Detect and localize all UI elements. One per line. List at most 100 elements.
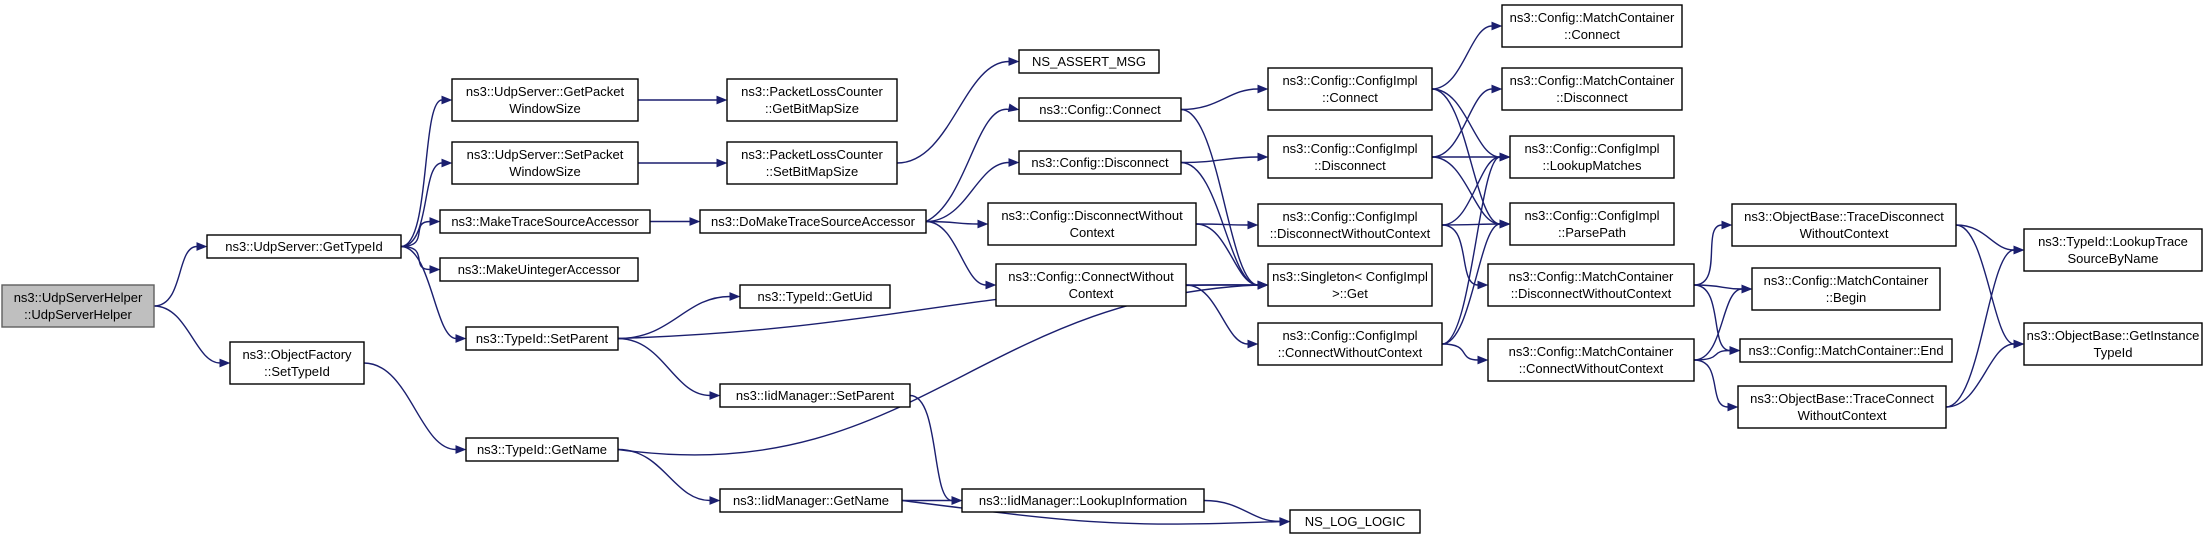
node-udpserver-gettypeid[interactable]: ns3::UdpServer::GetTypeId	[206, 234, 402, 259]
edge-line	[1441, 156, 1501, 345]
edge-arrowhead	[709, 496, 721, 505]
edge-arrowhead	[196, 242, 208, 251]
node-config-connectwithoutcontext[interactable]: ns3::Config::ConnectWithoutContext	[995, 263, 1187, 307]
node-label-line: ns3::Singleton< ConfigImpl	[1272, 269, 1428, 284]
node-label-line: >::Get	[1332, 286, 1368, 301]
node-typeid-getuid[interactable]: ns3::TypeId::GetUid	[739, 284, 891, 309]
node-domaketracesourceaccessor[interactable]: ns3::DoMakeTraceSourceAccessor	[699, 209, 927, 234]
node-matchcontainer-begin[interactable]: ns3::Config::MatchContainer::Begin	[1751, 267, 1941, 311]
edge-arrowhead	[2013, 245, 2025, 255]
node-label-line: Context	[1070, 225, 1115, 240]
node-box	[439, 209, 651, 234]
node-label-line: ns3::MakeUintegerAccessor	[458, 262, 621, 277]
node-iidmanager-lookupinformation[interactable]: ns3::IidManager::LookupInformation	[961, 488, 1205, 513]
node-configimpl-connectwithoutcontext[interactable]: ns3::Config::ConfigImpl::ConnectWithoutC…	[1257, 322, 1443, 366]
node-box	[699, 209, 927, 234]
node-box	[1509, 135, 1675, 179]
node-packetlosscounter-setbitmapsize[interactable]: ns3::PacketLossCounter::SetBitMapSize	[726, 141, 898, 185]
node-label-line: ns3::DoMakeTraceSourceAccessor	[711, 214, 916, 229]
node-label-line: ns3::PacketLossCounter	[741, 147, 883, 162]
edge-udpserver-gettypeid-to-typeid-setparent	[400, 245, 467, 343]
node-label-line: ns3::Config::ConfigImpl	[1524, 208, 1659, 223]
node-ns-assert-msg[interactable]: NS_ASSERT_MSG	[1018, 49, 1160, 74]
node-objectfactory-settypeid[interactable]: ns3::ObjectFactory::SetTypeId	[229, 341, 365, 385]
node-objectbase-traceconnectwithoutcontext[interactable]: ns3::ObjectBase::TraceConnectWithoutCont…	[1737, 385, 1947, 429]
node-label-line: ns3::Config::MatchContainer	[1510, 10, 1675, 25]
node-configimpl-disconnectwithoutcontext[interactable]: ns3::Config::ConfigImpl::DisconnectWitho…	[1257, 203, 1443, 247]
node-ns-log-logic[interactable]: NS_LOG_LOGIC	[1289, 509, 1421, 534]
edge-udpserver-gettypeid-to-udpserver-getpacketwindowsize	[400, 95, 453, 248]
edge-line	[909, 394, 953, 502]
node-iidmanager-setparent[interactable]: ns3::IidManager::SetParent	[719, 383, 911, 408]
node-configimpl-connect[interactable]: ns3::Config::ConfigImpl::Connect	[1267, 67, 1433, 111]
node-box	[1018, 49, 1160, 74]
node-maketracesourceaccessor[interactable]: ns3::MakeTraceSourceAccessor	[439, 209, 651, 234]
node-label-line: ::Disconnect	[1314, 158, 1386, 173]
edge-matchcontainer-connectwithoutcontext-to-matchcontainer-begin	[1693, 284, 1753, 361]
node-label-line: Context	[1069, 286, 1114, 301]
node-box	[206, 234, 402, 259]
edge-config-connect-to-configimpl-connect	[1180, 84, 1269, 111]
node-box	[1751, 267, 1941, 311]
node-matchcontainer-connect[interactable]: ns3::Config::MatchContainer::Connect	[1501, 4, 1683, 48]
node-config-disconnect[interactable]: ns3::Config::Disconnect	[1018, 150, 1182, 175]
edge-config-disconnect-to-configimpl-disconnect	[1180, 152, 1269, 164]
edge-configimpl-connect-to-matchcontainer-connect	[1431, 21, 1503, 90]
edge-arrowhead	[1257, 84, 1269, 94]
edge-line	[400, 220, 431, 248]
node-config-disconnectwithoutcontext[interactable]: ns3::Config::DisconnectWithoutContext	[987, 202, 1197, 246]
edge-line	[1693, 359, 1729, 408]
node-box	[465, 437, 619, 462]
node-packetlosscounter-getbitmapsize[interactable]: ns3::PacketLossCounter::GetBitMapSize	[726, 78, 898, 122]
node-box	[1487, 263, 1695, 307]
edge-line	[1693, 288, 1743, 361]
edge-arrowhead	[716, 158, 728, 168]
edge-configimpl-connectwithoutcontext-to-matchcontainer-connectwithoutcontext	[1441, 343, 1489, 365]
node-label-line: ::Connect	[1564, 27, 1620, 42]
node-iidmanager-getname[interactable]: ns3::IidManager::GetName	[719, 488, 903, 513]
node-box	[1509, 202, 1675, 246]
node-objectbase-tracedisconnectwithoutcontext[interactable]: ns3::ObjectBase::TraceDisconnectWithoutC…	[1731, 203, 1957, 247]
node-root[interactable]: ns3::UdpServerHelper::UdpServerHelper	[1, 284, 155, 328]
node-configimpl-lookupmatches[interactable]: ns3::Config::ConfigImpl::LookupMatches	[1509, 135, 1675, 179]
edge-arrowhead	[951, 496, 963, 505]
node-box	[439, 257, 639, 282]
node-box	[1289, 509, 1421, 534]
node-configimpl-disconnect[interactable]: ns3::Config::ConfigImpl::Disconnect	[1267, 135, 1433, 179]
node-label-line: ns3::Config::Disconnect	[1031, 155, 1169, 170]
edge-arrowhead	[689, 217, 701, 226]
edge-line	[1441, 156, 1501, 226]
node-label-line: ::Connect	[1322, 90, 1378, 105]
edge-arrowhead	[1499, 152, 1511, 162]
edge-line	[1945, 343, 2015, 408]
node-typeid-getname[interactable]: ns3::TypeId::GetName	[465, 437, 619, 462]
node-label-line: ns3::UdpServerHelper	[14, 290, 143, 305]
node-label-line: ::GetBitMapSize	[765, 101, 859, 116]
node-makeuintegeraccessor[interactable]: ns3::MakeUintegerAccessor	[439, 257, 639, 282]
edge-line	[617, 337, 711, 397]
node-matchcontainer-connectwithoutcontext[interactable]: ns3::Config::MatchContainer::ConnectWith…	[1487, 338, 1695, 382]
node-config-connect[interactable]: ns3::Config::Connect	[1018, 97, 1182, 122]
node-matchcontainer-end[interactable]: ns3::Config::MatchContainer::End	[1739, 338, 1953, 363]
edge-line	[1431, 25, 1493, 90]
edge-line	[1195, 223, 1249, 226]
edge-typeid-getname-to-iidmanager-getname	[617, 448, 721, 505]
node-matchcontainer-disconnectwithoutcontext[interactable]: ns3::Config::MatchContainer::DisconnectW…	[1487, 263, 1695, 307]
node-label-line: ::Begin	[1826, 290, 1866, 305]
node-singleton-get[interactable]: ns3::Singleton< ConfigImpl>::Get	[1267, 263, 1433, 307]
node-typeid-setparent[interactable]: ns3::TypeId::SetParent	[465, 326, 619, 351]
node-box	[1487, 338, 1695, 382]
node-configimpl-parsepath[interactable]: ns3::Config::ConfigImpl::ParsePath	[1509, 202, 1675, 246]
edge-arrowhead	[1727, 402, 1739, 412]
edge-udpserver-getpacketwindowsize-to-packetlosscounter-getbitmapsize	[638, 95, 728, 105]
edge-arrowhead	[1008, 57, 1020, 66]
node-matchcontainer-disconnect[interactable]: ns3::Config::MatchContainer::Disconnect	[1501, 67, 1683, 111]
edge-arrowhead	[1247, 339, 1259, 349]
edge-configimpl-connectwithoutcontext-to-configimpl-lookupmatches	[1441, 152, 1511, 345]
edge-config-connectwithoutcontext-to-singleton-get	[1186, 280, 1269, 290]
edge-arrowhead	[1008, 158, 1020, 167]
